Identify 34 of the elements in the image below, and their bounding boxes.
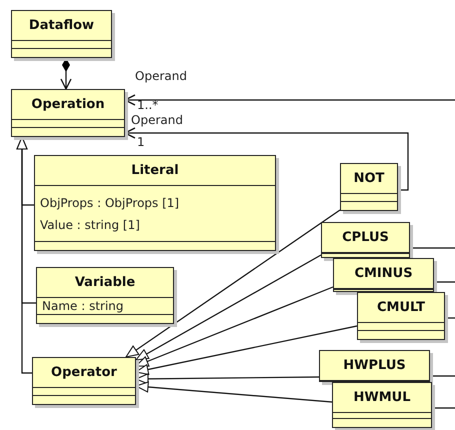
class-box xyxy=(357,292,445,340)
class-box xyxy=(333,258,434,292)
class-box xyxy=(11,10,112,58)
class-box xyxy=(319,350,430,382)
class-name: Operator xyxy=(51,365,117,380)
generalization-arrow xyxy=(136,254,322,361)
class-box xyxy=(32,357,136,405)
class-name: NOT xyxy=(354,171,384,186)
class-box xyxy=(340,163,398,211)
class-name: Literal xyxy=(131,163,179,178)
class-name: CPLUS xyxy=(342,230,389,245)
generalization-arrow xyxy=(126,210,340,358)
class-box xyxy=(11,89,125,137)
edge-label: Operand xyxy=(131,114,183,127)
edge-label: Operand xyxy=(135,70,187,83)
class-box xyxy=(321,222,410,258)
class-name: CMULT xyxy=(376,300,426,315)
multiplicity-label: 1..* xyxy=(137,99,158,112)
attribute-text: Value : string [1] xyxy=(40,218,141,232)
attribute-text: Name : string xyxy=(42,299,125,313)
association-line xyxy=(434,281,455,283)
class-name: CMINUS xyxy=(354,266,413,281)
class-name: Variable xyxy=(74,275,136,290)
composition-arrow xyxy=(60,58,72,90)
class-box xyxy=(36,267,174,324)
class-name: HWPLUS xyxy=(343,358,406,373)
class-box xyxy=(332,382,432,428)
class-name: HWMUL xyxy=(354,390,410,405)
attribute-text: ObjProps : ObjProps [1] xyxy=(40,196,180,210)
class-box xyxy=(34,155,276,251)
association-line xyxy=(410,247,455,249)
class-name: Dataflow xyxy=(28,18,94,33)
class-name: Operation xyxy=(31,97,105,112)
multiplicity-label: 1 xyxy=(137,136,145,149)
